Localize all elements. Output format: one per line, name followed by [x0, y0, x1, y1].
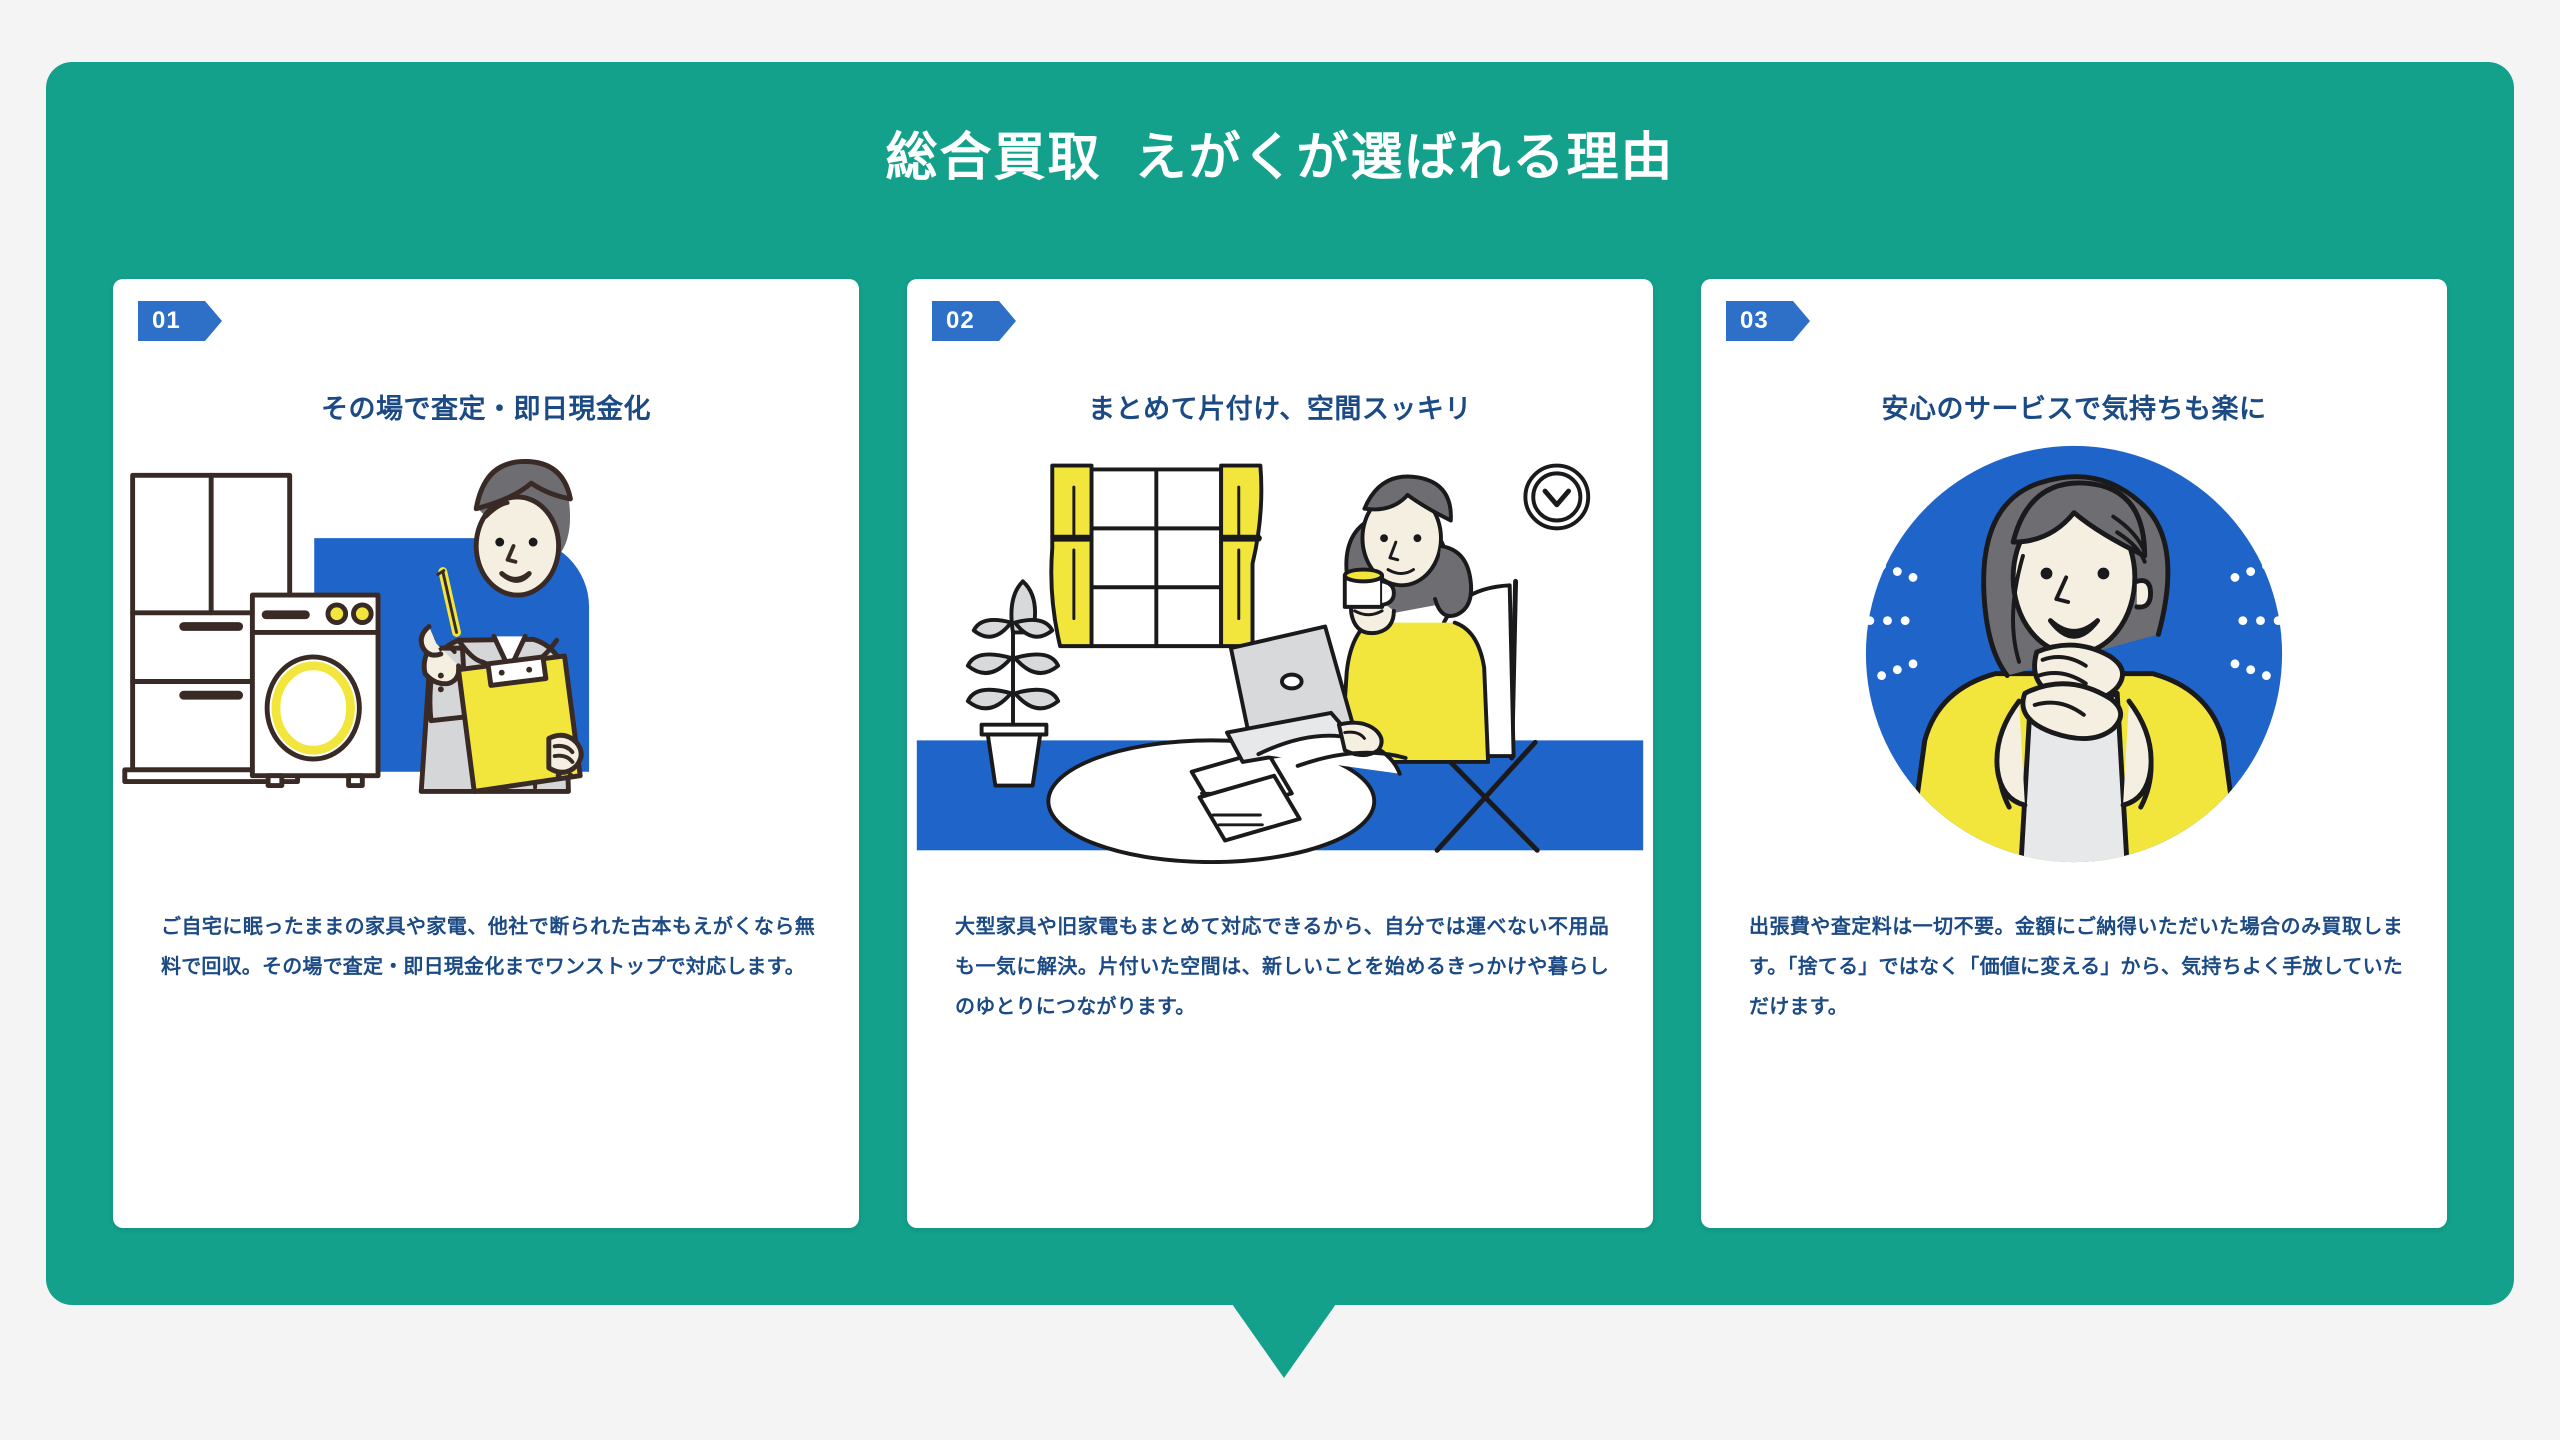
illustration-appraiser [113, 444, 859, 864]
reason-card-01[interactable]: 01 その場で査定・即日現金化 [113, 279, 859, 1228]
card-badge-number: 01 [138, 301, 222, 341]
card-badge-number: 03 [1726, 301, 1810, 341]
illustration-tidy-room [907, 444, 1653, 864]
panel-pointer-triangle [1232, 1304, 1336, 1378]
card-body-text: ご自宅に眠ったままの家具や家電、他社で断られた古本もえがくなら無料で回収。その場… [161, 916, 815, 978]
card-body-text: 出張費や査定料は一切不要。金額にご納得いただいた場合のみ買取します。「捨てる」で… [1749, 916, 2403, 1018]
card-body-text: 大型家具や旧家電もまとめて対応できるから、自分では運べない不用品も一気に解決。片… [955, 916, 1609, 1018]
card-heading: その場で査定・即日現金化 [321, 394, 651, 424]
reason-card-03[interactable]: 03 安心のサービスで気持ちも楽に [1701, 279, 2447, 1228]
page-title: 総合買取 えがくが選ばれる理由 [885, 129, 1675, 187]
reason-card-list: 01 その場で査定・即日現金化 [113, 279, 2447, 1228]
card-heading: まとめて片付け、空間スッキリ [1088, 394, 1472, 424]
illustration-happy-woman [1701, 444, 2447, 864]
card-heading: 安心のサービスで気持ちも楽に [1881, 394, 2267, 424]
reason-card-02[interactable]: 02 まとめて片付け、空間スッキリ [907, 279, 1653, 1228]
card-badge-number: 02 [932, 301, 1016, 341]
